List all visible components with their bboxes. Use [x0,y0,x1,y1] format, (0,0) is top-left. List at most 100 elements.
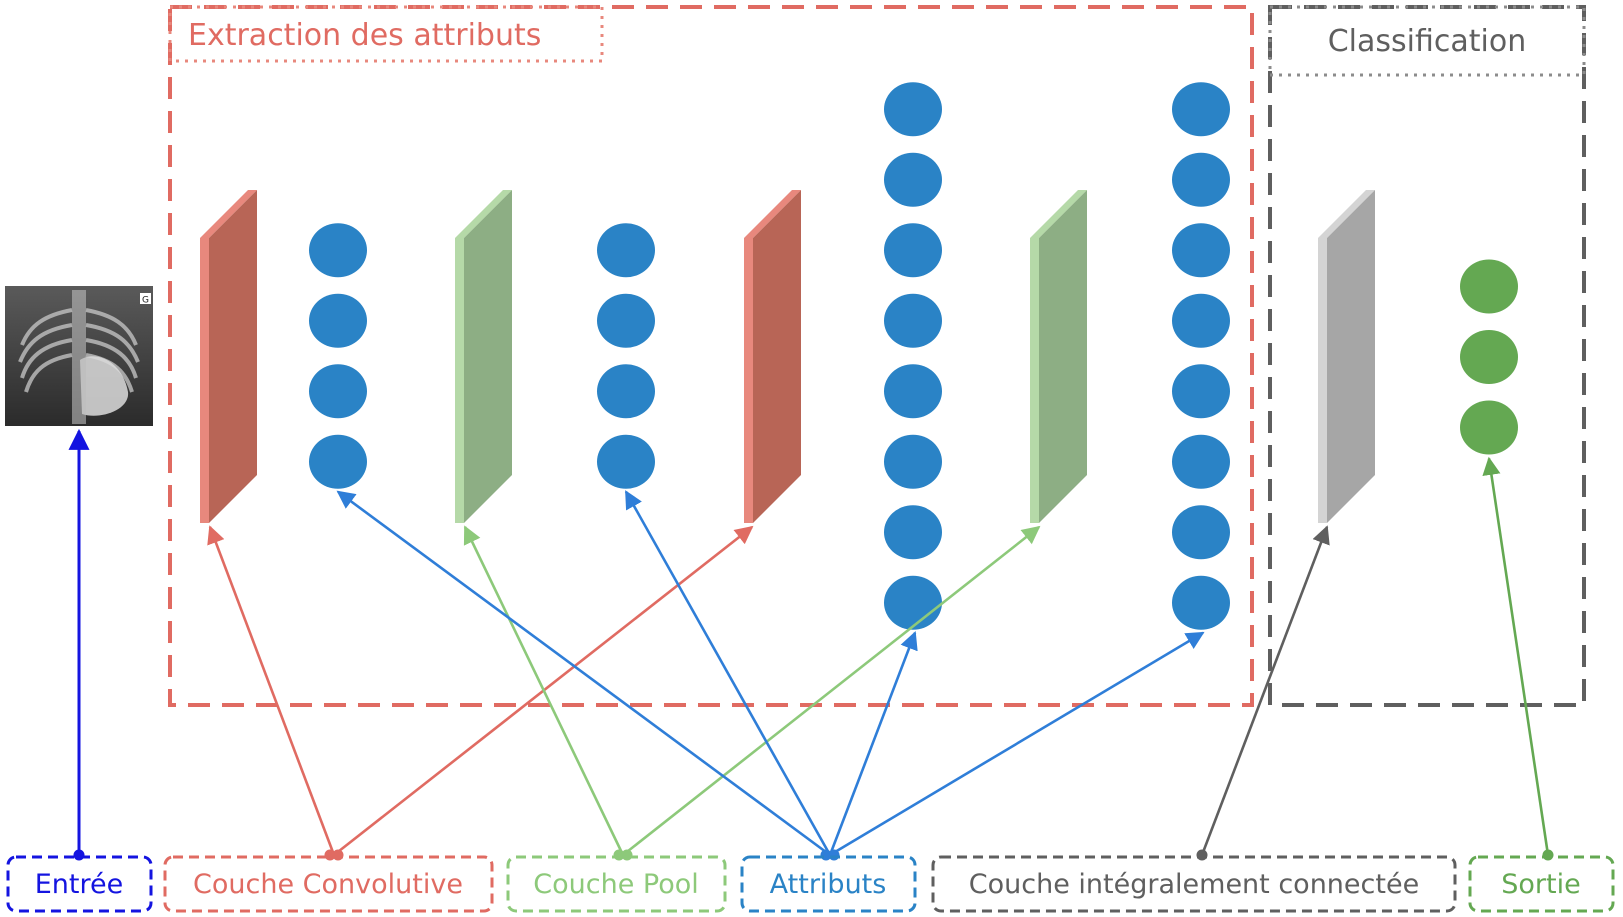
pool-layer-edge [455,238,464,523]
anchor-dot-pool [621,849,633,861]
connection-arrows [68,428,1554,861]
feature-node [1172,82,1230,137]
feature-node [309,434,367,489]
extraction-title: Extraction des attributs [188,18,541,53]
feature-node [597,223,655,278]
legend-fc: Couche intégralement connectée [931,855,1457,913]
feature-layer-1 [309,223,367,489]
feature-node [1172,575,1230,630]
output-node [1460,330,1518,384]
legend-fc-box [931,855,1457,913]
classification-title: Classification [1328,24,1527,59]
network-layers [200,82,1518,630]
feature-node [597,434,655,489]
feature-node [1172,364,1230,419]
fc-layer-8 [1318,190,1375,523]
arrow-features-4 [829,631,1205,857]
pool-layer-top [1030,190,1087,238]
anchor-dot-features [828,849,840,861]
legend-pool: Couche Pool [506,855,727,913]
legend-conv: Couche Convolutive [163,855,494,913]
extraction-region: Extraction des attributs [168,5,1254,707]
conv-layer-top [744,190,801,238]
feature-node [884,575,942,630]
arrow-pool-1 [463,525,625,856]
feature-node [884,434,942,489]
anchor-dot-input [73,849,85,861]
legend-features-label: Attributs [770,869,887,900]
arrow-conv-1 [207,525,336,856]
xray-spine [72,290,86,424]
output-node [1460,259,1518,314]
legend-fc-label: Couche intégralement connectée [969,869,1419,900]
conv-layer-face [209,190,257,523]
feature-node [309,223,367,278]
feature-layer-3 [597,223,655,489]
feature-layer-7 [1172,82,1230,630]
feature-node [884,223,942,278]
feature-node [309,364,367,419]
legend-pool-label: Couche Pool [533,869,699,900]
feature-node [597,364,655,419]
pool-layer-6 [1030,190,1087,523]
conv-layer-0 [200,190,257,523]
feature-node [597,293,655,348]
classification-region: Classification [1268,5,1586,707]
feature-node [884,82,942,137]
feature-node [884,152,942,207]
conv-layer-edge [200,238,209,523]
conv-layer-edge [744,238,753,523]
feature-node [1172,434,1230,489]
feature-layer-5 [884,82,942,630]
pool-layer-face [1039,190,1087,523]
legend-pool-box [506,855,727,913]
legend-conv-label: Couche Convolutive [193,869,463,900]
legend-input: Entrée [6,855,153,913]
classification-title-box [1268,5,1586,77]
xray-ribcage [18,308,140,393]
classification-region-border [1268,5,1586,707]
legend-conv-box [163,855,494,913]
feature-node [1172,152,1230,207]
legend-features-box [740,855,917,913]
conv-layer-4 [744,190,801,523]
arrow-output [1482,456,1550,856]
xray-badge: G [142,296,149,306]
anchor-dot-output [1542,849,1554,861]
feature-node [309,293,367,348]
arrow-fc [1200,525,1330,856]
feature-node [884,505,942,560]
arrow-features-3 [828,631,918,856]
extraction-region-border [168,5,1254,707]
anchor-dot-conv [324,849,336,861]
conv-layer-top [200,190,257,238]
feature-node [1172,505,1230,560]
pool-layer-2 [455,190,512,523]
xray-badge-box [140,293,151,304]
legend-features: Attributs [740,855,917,913]
fc-layer-top [1318,190,1375,238]
output-node [1460,400,1518,455]
fc-layer-edge [1318,238,1327,523]
pool-layer-top [455,190,512,238]
arrow-features-2 [624,490,832,856]
legend: Entrée Couche Convolutive Couche Pool At… [6,855,1615,913]
extraction-title-box [168,5,604,63]
fc-layer-face [1327,190,1375,523]
anchor-dot-fc [1196,849,1208,861]
feature-node [884,293,942,348]
anchor-dot-conv [332,849,344,861]
pool-layer-edge [1030,238,1039,523]
legend-input-label: Entrée [35,869,124,900]
xray-heart [80,356,129,416]
conv-layer-face [753,190,801,523]
input-image: G [5,286,153,426]
output-layer-9 [1460,259,1518,455]
pool-layer-face [464,190,512,523]
arrow-features-1 [336,490,831,857]
feature-node [1172,223,1230,278]
legend-output: Sortie [1468,855,1615,913]
arrow-pool-2 [622,525,1041,857]
feature-node [1172,293,1230,348]
